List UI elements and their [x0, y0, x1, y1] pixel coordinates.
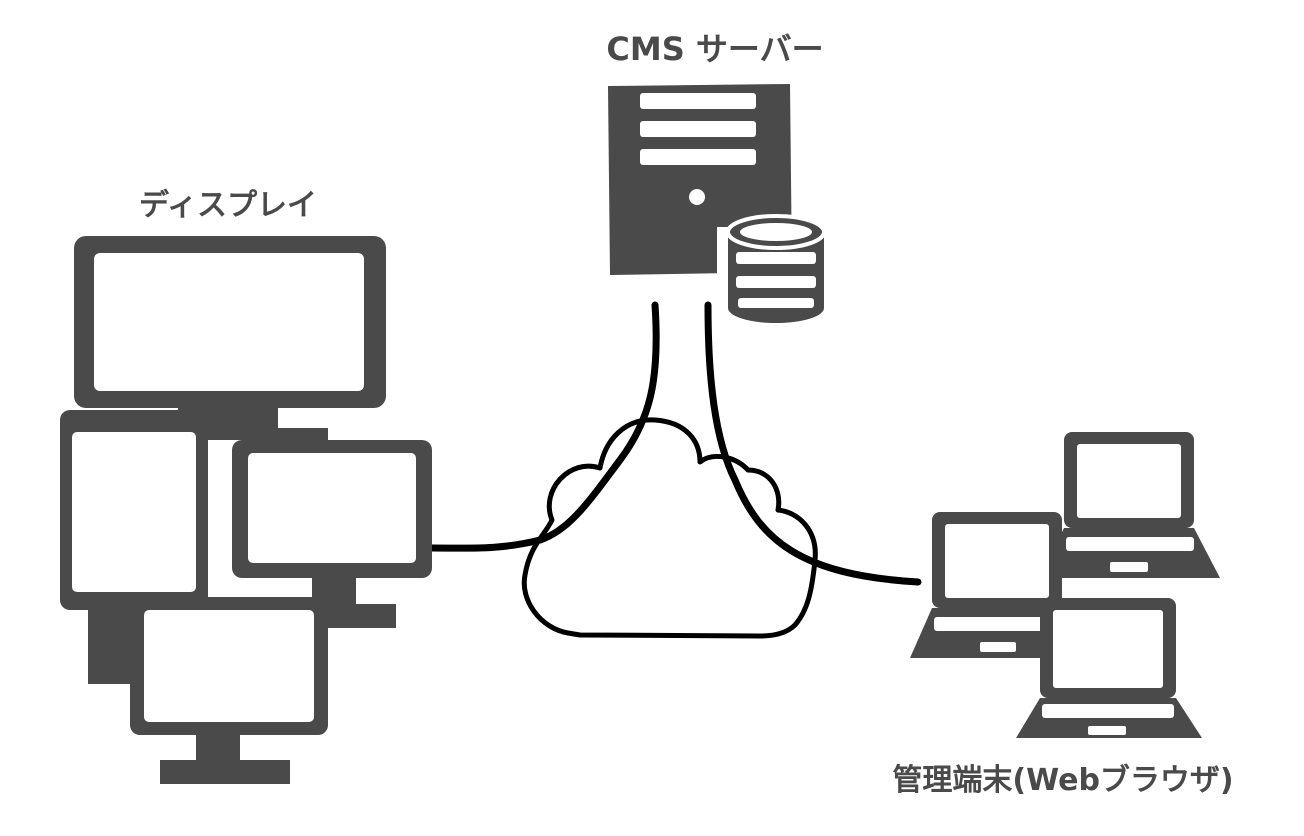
- laptop-bottom: [1016, 598, 1202, 738]
- terminals-label: 管理端末(Webブラウザ): [892, 763, 1233, 798]
- server-label: CMS サーバー: [606, 30, 823, 68]
- display-portrait: [60, 410, 208, 640]
- laptop-top-right: [1040, 432, 1220, 578]
- database-icon: [717, 214, 835, 333]
- display-small-bottom: [88, 597, 328, 784]
- connection-lines: [428, 301, 922, 586]
- display-medium: [232, 440, 432, 628]
- display-large: [74, 236, 386, 440]
- displays-label: ディスプレイ: [139, 188, 317, 223]
- cloud-icon: [521, 417, 818, 639]
